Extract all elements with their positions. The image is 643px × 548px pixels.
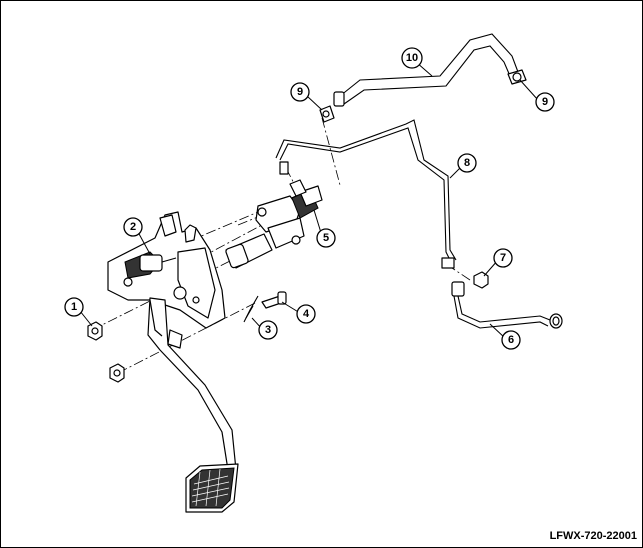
svg-text:4: 4 (303, 308, 310, 320)
svg-text:6: 6 (508, 334, 514, 346)
reservoir-hose (333, 33, 519, 107)
clutch-hose (451, 281, 563, 329)
nut-lower (109, 363, 125, 383)
figure-code: LFWX-720-22001 (549, 530, 637, 542)
snap-pin (243, 295, 259, 323)
svg-text:9: 9 (297, 86, 303, 98)
callout-8: 8 (457, 153, 477, 173)
callout-9-upper: 9 (535, 92, 555, 112)
svg-text:10: 10 (406, 52, 418, 64)
svg-text:1: 1 (71, 301, 77, 313)
callout-7: 7 (493, 248, 513, 268)
clutch-tube (275, 119, 457, 269)
hose-clamp-lower (319, 105, 335, 123)
clutch-pedal-position-switch (124, 251, 177, 279)
callout-1: 1 (64, 297, 84, 317)
svg-text:2: 2 (130, 221, 136, 233)
svg-text:8: 8 (464, 157, 470, 169)
svg-text:9: 9 (542, 96, 548, 108)
callout-9-lower: 9 (290, 82, 310, 102)
clutch-pedal-bracket (107, 211, 226, 329)
callout-2: 2 (123, 217, 143, 237)
callout-3: 3 (258, 320, 278, 340)
callout-4: 4 (296, 304, 316, 324)
svg-text:5: 5 (323, 232, 329, 244)
callout-5: 5 (316, 228, 336, 248)
svg-text:7: 7 (500, 252, 506, 264)
callout-10: 10 (401, 47, 423, 69)
clutch-master-cylinder (225, 179, 323, 269)
clevis-pin (261, 291, 287, 309)
svg-text:3: 3 (265, 324, 271, 336)
nut-upper (87, 321, 103, 341)
callout-6: 6 (501, 330, 521, 350)
hose-clamp-upper (507, 69, 527, 85)
clutch-pedal (147, 297, 239, 513)
